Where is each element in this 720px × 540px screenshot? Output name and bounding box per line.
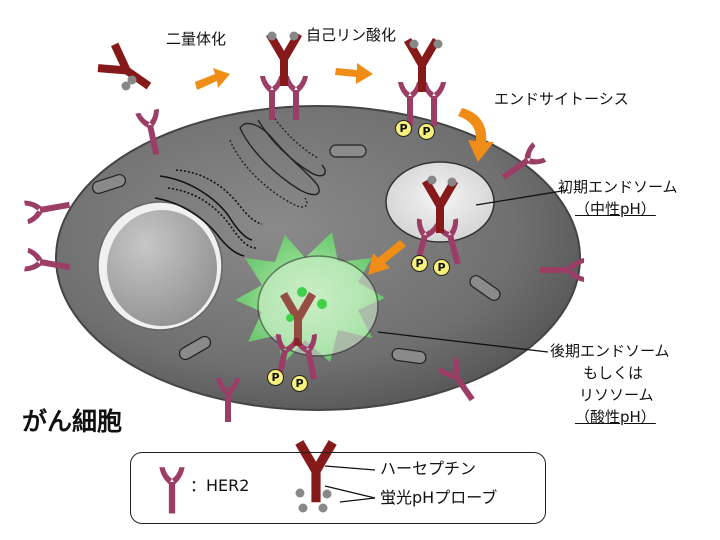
- label-cancer-cell: がん細胞: [22, 407, 123, 436]
- label-late-endosome: 後期エンドソーム: [550, 342, 670, 360]
- golgi-apparatus: [229, 111, 326, 208]
- label-early-endosome: 初期エンドソーム: [558, 178, 678, 196]
- label-late-endosome-ph: （酸性pH）: [575, 408, 656, 426]
- legend-probe-label: 蛍光pHプローブ: [380, 488, 498, 507]
- phospho-mark: P: [411, 255, 428, 272]
- legend-icons: [159, 440, 337, 514]
- label-dimerization: 二量体化: [166, 30, 227, 48]
- free-probe-antibody: [94, 40, 160, 101]
- label-late-endosome-or: もしくは: [583, 364, 644, 382]
- early-endosome-complex: [405, 175, 470, 268]
- mitochondria: [91, 144, 501, 365]
- endoplasmic-reticulum: [154, 169, 263, 257]
- late-endosome-complex: [267, 287, 327, 382]
- phospho-mark: P: [418, 123, 435, 140]
- phospho-mark: P: [395, 120, 412, 137]
- label-lysosome: リソソーム: [579, 386, 654, 404]
- phosphorylated-receptors: [398, 38, 446, 126]
- label-endocytosis: エンドサイトーシス: [494, 90, 629, 108]
- dimerized-receptors: [260, 31, 308, 120]
- phospho-mark-label: P: [415, 257, 424, 270]
- phospho-mark-label: P: [437, 261, 446, 274]
- phospho-mark: P: [433, 259, 450, 276]
- label-autophosphorylation: 自己リン酸化: [306, 26, 397, 44]
- annotation-lines: [324, 189, 569, 503]
- legend-hapten-label: ハーセプチン: [380, 459, 477, 478]
- phospho-mark: P: [291, 375, 308, 392]
- legend-her2-label: ：HER2: [190, 476, 250, 495]
- phospho-mark: P: [267, 369, 284, 386]
- nucleus-inner: [107, 210, 217, 326]
- legend-box: [130, 452, 546, 524]
- phospho-mark-label: P: [295, 377, 304, 390]
- label-early-endosome-ph: （中性pH）: [575, 200, 656, 218]
- phospho-mark-label: P: [271, 371, 280, 384]
- phospho-mark-label: P: [422, 125, 431, 138]
- phospho-mark-label: P: [399, 122, 408, 135]
- process-arrows: [195, 63, 494, 275]
